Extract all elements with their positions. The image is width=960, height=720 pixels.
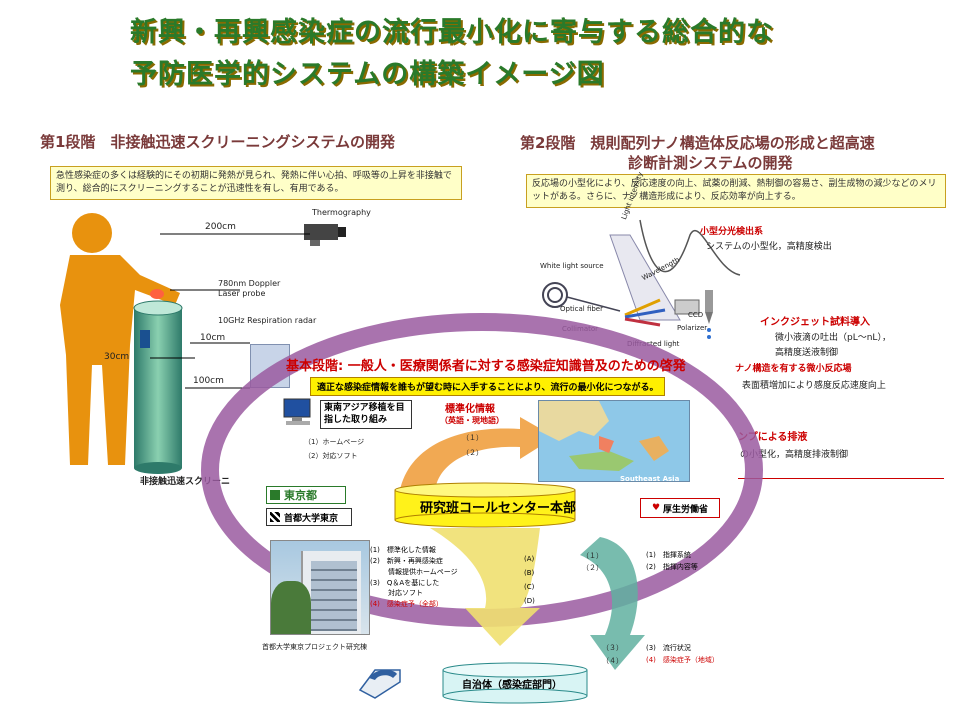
num-4: （４） — [602, 657, 623, 665]
left-item: 対応ソフト — [388, 589, 423, 598]
num-2: （２） — [582, 564, 603, 572]
spectro-title: 小型分光検出系 — [700, 227, 764, 237]
num-1: （１） — [582, 552, 603, 560]
right-item: (2) 指揮内容等 — [646, 562, 698, 571]
basic-banner: 適正な感染症情報を誰もが望む時に入手することにより、流行の最小化につながる。 — [310, 377, 666, 396]
person-silhouette — [60, 213, 180, 465]
sea-box: 東南アジア移植を目指した取り組み — [320, 400, 412, 430]
radar-sensor — [140, 330, 150, 348]
building-caption: 首都大学東京プロジェクト研究棟 — [262, 643, 367, 651]
arrow-teal — [580, 537, 645, 670]
inkjet-title: インクジェット試料導入 — [760, 317, 870, 328]
pump-title: ンプによる排液 — [738, 432, 808, 443]
label-polarizer: Polarizer — [677, 324, 708, 332]
label-ccd: CCD — [688, 311, 704, 319]
inkjet-desc-2: 高精度送液制御 — [775, 348, 839, 358]
pump-desc: の小型化，高精度排液制御 — [740, 450, 849, 460]
left-item: (4) 感染症予（全部） — [370, 600, 443, 609]
tokyo-label: 東京都 — [284, 489, 317, 502]
label-optical-fiber: Optical fiber — [560, 305, 603, 313]
univ-label: 首都大学東京 — [284, 513, 339, 524]
label-10cm: 10cm — [200, 333, 226, 343]
label-diffracted: Diffracted light — [627, 340, 680, 348]
stage1-heading: 第1段階 非接触迅速スクリーニングシステムの開発 — [40, 133, 395, 151]
left-item-list: (1) 標準化した情報 (2) 新興・再興感染症 情報提供ホームページ (3) … — [370, 545, 458, 610]
right-item: (1) 指揮系統 — [646, 551, 691, 559]
arrow-orange — [400, 417, 555, 490]
tokyo-logo: 東京都 — [266, 486, 346, 504]
title-line-2: 予防医学的システムの構築イメージ図 — [130, 59, 605, 90]
label-doppler: 780nm Doppler Laser probe — [218, 279, 281, 298]
left-item: (2) 新興・再興感染症 — [370, 556, 443, 565]
left-item: (1) 標準化した情報 — [370, 546, 436, 554]
mhlw-label: 厚生労働省 — [663, 504, 709, 515]
measurement-lines — [150, 233, 310, 389]
std-title: 標準化情報 — [445, 404, 495, 415]
southeast-asia-map — [538, 400, 690, 482]
abcd-item: (A) — [524, 555, 535, 563]
label-thermography: Thermography — [312, 208, 371, 217]
hand-heat — [150, 289, 164, 299]
screening-device — [133, 300, 183, 474]
inkjet-desc-1: 微小液滴の吐出（pL～nL）， — [775, 333, 891, 343]
right-bottom-list: (3) 流行状況 (4) 感染症予（地域） — [646, 643, 719, 667]
spectro-desc: システムの小型化，高精度検出 — [706, 242, 832, 252]
right-top-list: (1) 指揮系統 (2) 指揮内容等 — [646, 550, 698, 574]
stage1-note: 急性感染症の多くは経験的にその初期に発熱が見られ、発熱に伴い心拍、呼吸等の上昇を… — [50, 166, 462, 201]
std-sub: （英語・現地語） — [440, 416, 504, 425]
callcenter-cylinder — [394, 482, 576, 528]
title-line-1: 新興・再興感染症の流行最小化に寄与する総合的な — [130, 17, 774, 48]
label-100cm: 100cm — [193, 376, 224, 386]
label-200cm: 200cm — [205, 222, 236, 232]
stage2-note: 反応場の小型化により、反応速度の向上、試薬の削減、熱制御の容易さ、副生成物の減少… — [526, 174, 946, 209]
telephone-icon — [358, 669, 401, 699]
thermography-camera-icon — [304, 224, 346, 246]
sea-hp: （1）ホームページ — [304, 438, 365, 446]
stage2-heading-1: 第2段階 規則配列ナノ構造体反応場の形成と超高速 — [520, 134, 875, 152]
sea-soft: （2）対応ソフト — [304, 452, 358, 460]
nano-title: ナノ構造を有する微小反応場 — [735, 364, 852, 374]
abcd-list: (A) (B) (C) (D) — [524, 552, 535, 608]
left-item: (3) Q＆Aを基にした — [370, 578, 440, 587]
label-white-light: White light source — [540, 262, 604, 270]
map-label: Southeast Asia — [620, 475, 680, 483]
stage1-caption: 非接触迅速スクリーニ — [140, 477, 231, 487]
right-item: (3) 流行状況 — [646, 644, 691, 652]
local-gov-cylinder — [442, 662, 588, 704]
building-photo — [270, 540, 370, 635]
label-radar: 10GHz Respiration radar — [218, 316, 317, 325]
optics-diagram — [542, 219, 741, 327]
computer-icon — [283, 398, 311, 425]
label-30cm: 30cm — [104, 352, 130, 362]
left-item: 情報提供ホームページ — [388, 567, 458, 576]
callcenter-label: 研究班コールセンター本部 — [420, 501, 577, 516]
divider-red — [738, 478, 944, 479]
mhlw-box: ♥厚生労働省 — [640, 498, 720, 518]
num-3: （３） — [602, 644, 623, 652]
stage2-heading-2: 診断計測システムの開発 — [628, 154, 793, 172]
basic-heading: 基本段階: 一般人・医療関係者に対する感染症知識普及のための啓発 — [286, 359, 686, 374]
std-1: （１） — [462, 434, 483, 442]
inkjet-nozzle-icon — [705, 290, 713, 339]
arrow-yellow — [430, 528, 540, 646]
nano-desc: 表面積増加により感度反応速度向上 — [742, 381, 886, 391]
abcd-item: (C) — [524, 583, 535, 591]
abcd-item: (B) — [524, 569, 535, 577]
local-gov-label: 自治体（感染症部門） — [462, 680, 562, 691]
abcd-item: (D) — [524, 597, 535, 605]
right-item: (4) 感染症予（地域） — [646, 655, 719, 664]
std-2: （２） — [462, 449, 483, 457]
univ-logo: 首都大学東京 — [266, 508, 352, 526]
